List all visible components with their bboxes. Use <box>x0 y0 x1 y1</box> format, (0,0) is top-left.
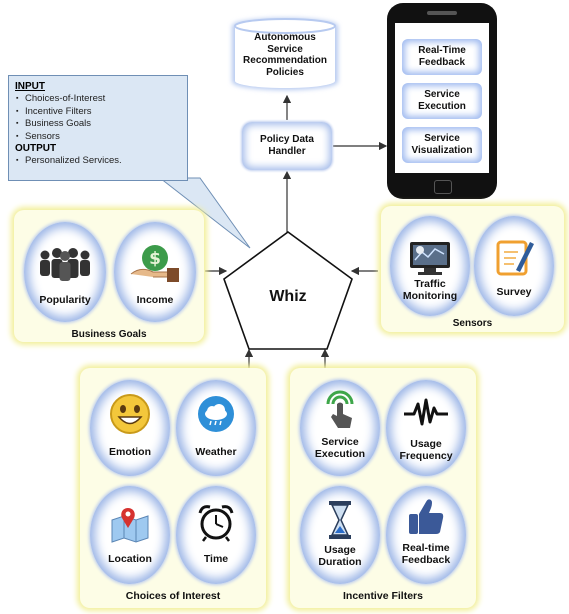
realtime-feedback-label: Real-time Feedback <box>386 542 466 566</box>
weather-bubble[interactable]: Weather <box>176 380 256 476</box>
thumbs-up-icon <box>386 496 466 543</box>
emotion-bubble[interactable]: Emotion <box>90 380 170 476</box>
btn-label-1: Real-Time <box>418 45 466 56</box>
label-line-1: Usage <box>410 438 442 450</box>
usage-frequency-bubble[interactable]: Usage Frequency <box>386 380 466 476</box>
traffic-monitoring-label: Traffic Monitoring <box>390 278 470 302</box>
cylinder-shape <box>232 18 338 90</box>
policies-label-2: Service <box>267 43 303 55</box>
btn-label-1: Service <box>424 89 460 100</box>
pulse-icon <box>386 398 466 433</box>
label-line-1: Traffic <box>414 278 446 290</box>
label-line-2: Feedback <box>401 554 451 567</box>
input-item: Incentive Filters <box>16 106 181 119</box>
incentive-filters-title: Incentive Filters <box>343 590 423 602</box>
input-item: Sensors <box>16 131 181 144</box>
realtime-feedback-bubble[interactable]: Real-time Feedback <box>386 486 466 584</box>
output-list: Personalized Services. <box>15 155 181 168</box>
handler-label-1: Policy Data <box>260 134 314 145</box>
time-label: Time <box>203 553 229 565</box>
weather-icon <box>176 394 256 439</box>
policies-label-3: Recommendation <box>243 55 327 66</box>
traffic-monitoring-bubble[interactable]: Traffic Monitoring <box>390 216 470 316</box>
usage-duration-label: Usage Duration <box>300 544 380 568</box>
location-bubble[interactable]: Location <box>90 486 170 584</box>
income-bubble[interactable]: $ Income <box>114 222 196 322</box>
survey-label: Survey <box>474 286 554 298</box>
weather-label: Weather <box>195 446 237 458</box>
phone-speaker <box>427 11 457 15</box>
time-bubble[interactable]: Time <box>176 486 256 584</box>
label-line-2: Monitoring <box>402 290 458 303</box>
btn-label-1: Service <box>424 133 460 144</box>
touch-icon <box>300 390 380 437</box>
service-execution-bubble[interactable]: Service Execution <box>300 380 380 476</box>
label-line-1: Service <box>321 436 359 448</box>
phone-home-button <box>434 180 452 194</box>
btn-label-2: Feedback <box>418 57 466 68</box>
input-item: Choices-of-Interest <box>16 93 181 106</box>
whiz-pentagon <box>223 231 353 350</box>
service-execution-label: Service Execution <box>300 436 380 460</box>
hourglass-icon <box>300 500 380 545</box>
output-heading: OUTPUT <box>15 143 57 154</box>
policy-data-handler: Policy Data Handler <box>242 122 332 170</box>
label-line-2: Execution <box>314 448 366 461</box>
input-heading: INPUT <box>15 81 45 92</box>
label-line-2: Frequency <box>399 450 453 463</box>
btn-label-2: Execution <box>418 101 466 112</box>
policies-label-4: Policies <box>266 66 304 78</box>
input-item: Business Goals <box>16 118 181 131</box>
business-goals-title: Business Goals <box>71 329 147 340</box>
emotion-label: Emotion <box>109 446 151 458</box>
usage-frequency-label: Usage Frequency <box>386 438 466 462</box>
handler-label-2: Handler <box>268 146 306 157</box>
income-label: Income <box>136 294 174 306</box>
label-line-1: Real-time <box>402 542 450 554</box>
whiz-label: Whiz <box>269 288 307 305</box>
money-hand-icon: $ <box>114 240 196 291</box>
usage-duration-bubble[interactable]: Usage Duration <box>300 486 380 584</box>
survey-icon <box>474 236 554 285</box>
popularity-bubble[interactable]: Popularity <box>24 222 106 322</box>
policies-label-1: Autonomous <box>254 32 316 43</box>
survey-bubble[interactable]: Survey <box>474 216 554 316</box>
policies-store: Autonomous Service Recommendation Polici… <box>226 12 344 96</box>
map-pin-icon <box>90 504 170 549</box>
label-line-1: Survey <box>496 286 532 298</box>
output-item: Personalized Services. <box>16 155 181 168</box>
choices-title: Choices of Interest <box>125 590 221 602</box>
alarm-clock-icon <box>176 502 256 547</box>
svg-text:$: $ <box>149 249 161 269</box>
popularity-label: Popularity <box>39 294 91 306</box>
sensors-title: Sensors <box>452 318 493 329</box>
people-icon <box>24 246 106 287</box>
smiley-icon <box>90 392 170 441</box>
btn-label-2: Visualization <box>411 145 473 156</box>
label-line-1: Usage <box>324 544 356 556</box>
label-line-2: Duration <box>318 556 362 569</box>
location-label: Location <box>108 553 152 565</box>
io-callout: INPUT Choices-of-Interest Incentive Filt… <box>8 75 188 181</box>
input-list: Choices-of-Interest Incentive Filters Bu… <box>15 93 181 143</box>
traffic-monitor-icon <box>390 240 470 281</box>
